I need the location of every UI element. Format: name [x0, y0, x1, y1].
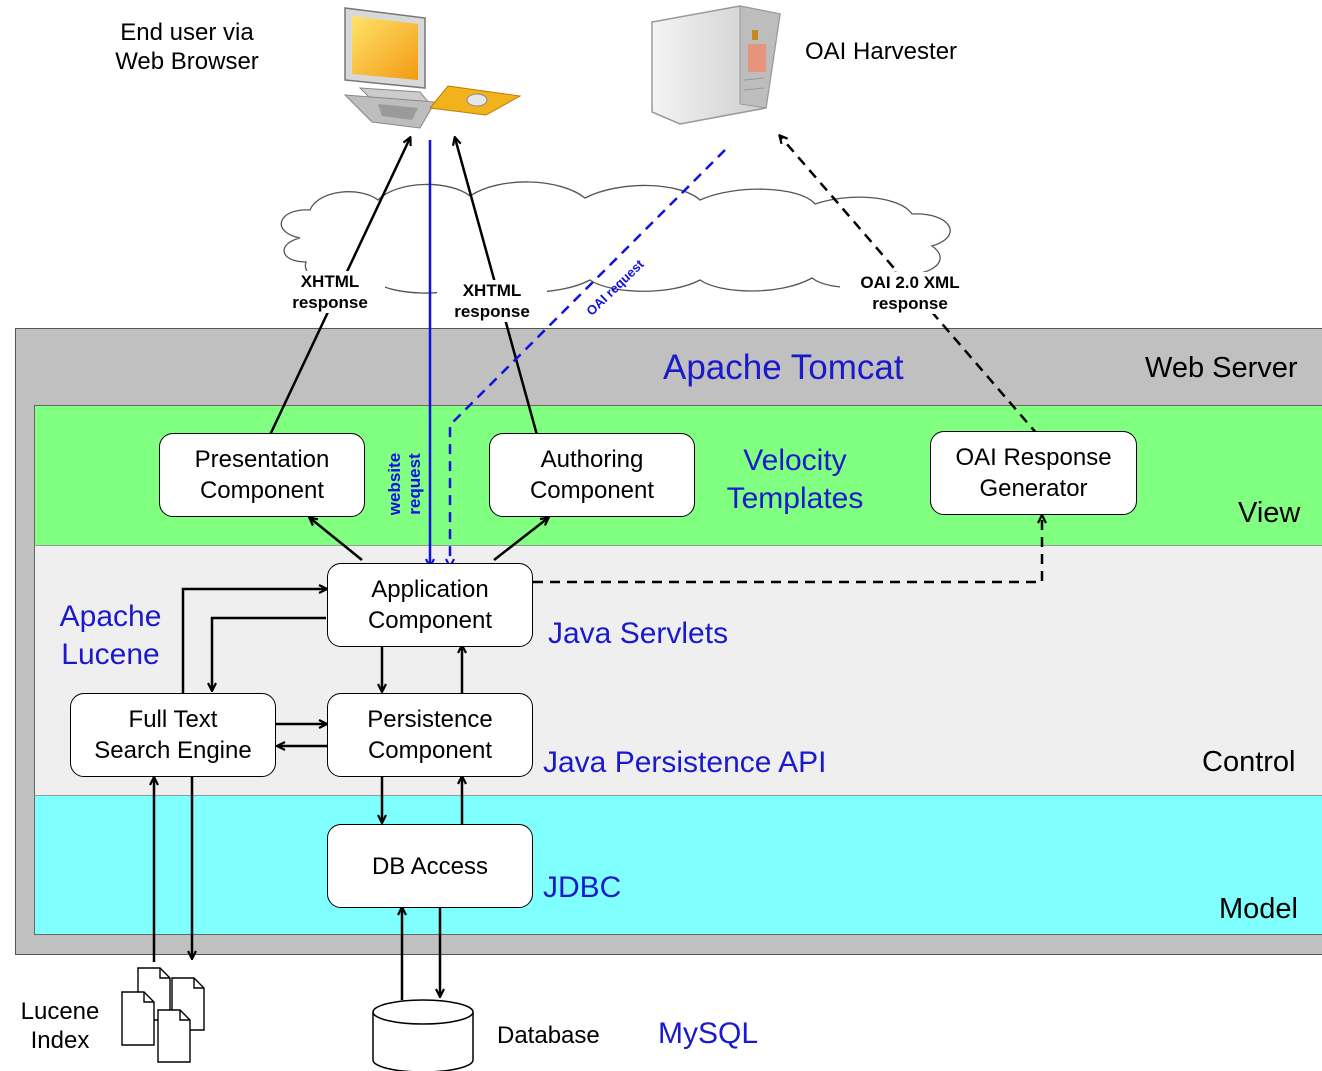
- database-icon: [372, 999, 474, 1071]
- java-servlets-label: Java Servlets: [548, 617, 729, 650]
- apache-tomcat-label: Apache Tomcat: [663, 348, 904, 387]
- database-label: Database: [497, 1022, 600, 1049]
- view-label: View: [1238, 497, 1301, 529]
- lucene-index-icon: [121, 967, 205, 1063]
- java-persistence-api-label: Java Persistence API: [543, 746, 827, 779]
- db-access-component: DB Access: [327, 824, 533, 908]
- control-label: Control: [1202, 746, 1296, 778]
- model-label: Model: [1219, 893, 1298, 925]
- server-icon: [651, 5, 781, 125]
- computer-icon: [343, 7, 522, 129]
- model-layer-band: [34, 795, 1322, 935]
- web-server-label: Web Server: [1145, 352, 1298, 384]
- oai-harvester-label: OAI Harvester: [805, 38, 958, 65]
- jdbc-label: JDBC: [543, 871, 622, 904]
- mysql-label: MySQL: [658, 1017, 759, 1050]
